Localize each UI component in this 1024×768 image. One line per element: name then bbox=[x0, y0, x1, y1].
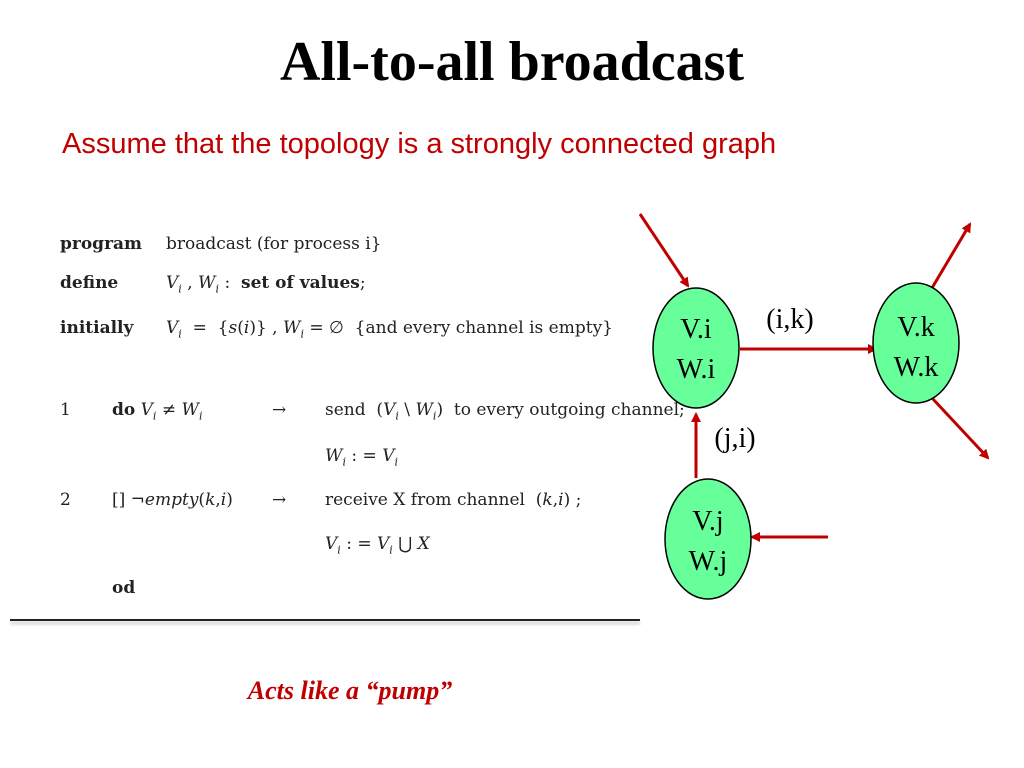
keyword-od: od bbox=[112, 578, 136, 598]
define-vars: Vi , Wi : set of values; bbox=[166, 273, 366, 296]
node-j: V.j W.j bbox=[664, 478, 752, 600]
edge-label-i-k: (i,k) bbox=[766, 304, 813, 335]
receive-text: receive X from channel bbox=[325, 490, 525, 510]
keyword-do: do bbox=[112, 400, 136, 420]
line-number-2: 2 bbox=[60, 490, 71, 510]
arrow-2: → bbox=[272, 490, 287, 510]
action-assign-v: Vi : = Vi ⋃ X bbox=[325, 534, 430, 557]
action-receive: receive X from channel (k,i) ; bbox=[325, 490, 582, 510]
edge-label-j-i: (j,i) bbox=[714, 423, 755, 454]
program-name: broadcast (for process i} bbox=[166, 234, 382, 254]
send-word: send bbox=[325, 400, 366, 420]
guard-2: [] ¬empty(k,i) bbox=[112, 490, 233, 510]
guard-fn: empty bbox=[144, 490, 199, 510]
send-tail: to every outgoing channel; bbox=[453, 400, 685, 420]
program-listing: program broadcast (for process i} define… bbox=[60, 234, 685, 598]
slide-title: All-to-all broadcast bbox=[279, 31, 745, 93]
node-k-line2: W.k bbox=[894, 352, 939, 383]
pump-caption: Acts like a “pump” bbox=[247, 676, 453, 705]
keyword-initially: initially bbox=[60, 318, 134, 338]
action-send: send (Vi \ Wi) to every outgoing channel… bbox=[325, 400, 685, 423]
arrow-1: → bbox=[272, 400, 287, 420]
node-i-line1: V.i bbox=[680, 314, 712, 345]
outgoing-edge-k-down bbox=[930, 396, 990, 460]
guard-prefix: [] ¬ bbox=[112, 490, 145, 510]
initial-values: Vi = {s(i)} , Wi = ∅ {and every channel … bbox=[166, 318, 614, 341]
line-number-1: 1 bbox=[60, 400, 71, 420]
keyword-program: program bbox=[60, 234, 143, 254]
slide-subtitle: Assume that the topology is a strongly c… bbox=[62, 128, 777, 160]
node-i-line2: W.i bbox=[677, 354, 716, 385]
action-assign-w: Wi : = Vi bbox=[325, 446, 399, 469]
keyword-define: define bbox=[60, 273, 119, 293]
outgoing-edge-k-up bbox=[930, 222, 972, 289]
guard-1: do Vi ≠ Wi bbox=[112, 400, 203, 423]
node-k: V.k W.k bbox=[872, 282, 960, 404]
node-i: V.i W.i bbox=[652, 287, 740, 409]
initially-note: {and every channel is empty} bbox=[354, 318, 614, 338]
define-type: set of values bbox=[241, 273, 360, 293]
node-j-line2: W.j bbox=[689, 546, 728, 577]
divider-rule bbox=[10, 619, 640, 621]
incoming-edge-i bbox=[638, 213, 690, 288]
node-k-line1: V.k bbox=[897, 312, 935, 343]
node-j-line1: V.j bbox=[692, 506, 723, 537]
